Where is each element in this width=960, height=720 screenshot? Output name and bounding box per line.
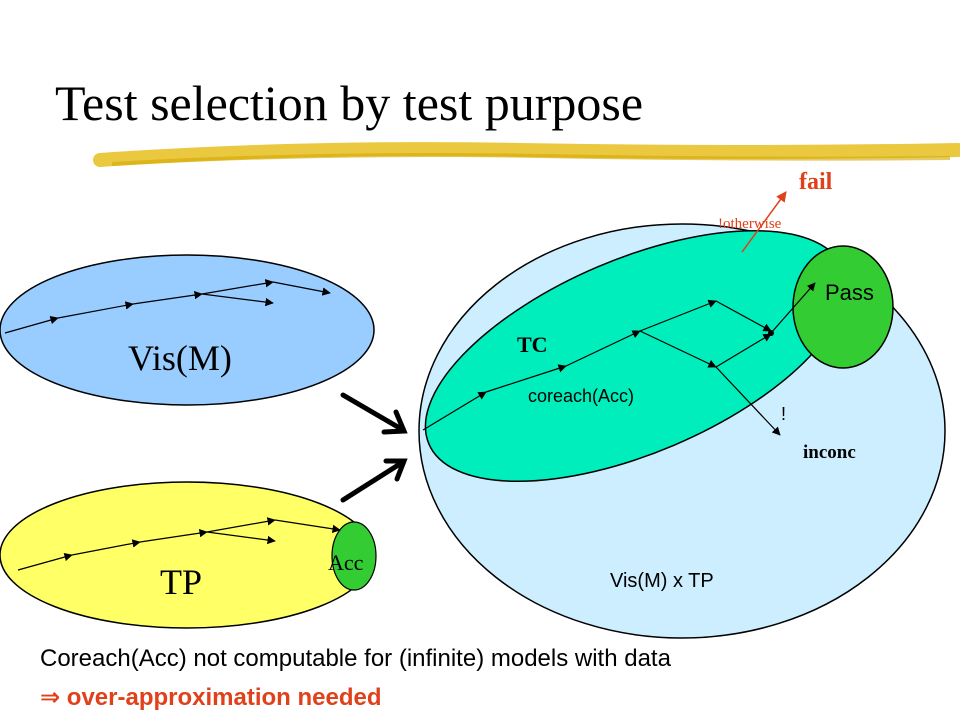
inconc-label: inconc [803, 442, 856, 463]
test-selection-diagram: Vis(M) TP Acc Vis(M) x TP TC coreach(Acc… [0, 169, 946, 639]
combine-arrows [340, 392, 408, 503]
otherwise-label: !otherwise [718, 216, 782, 232]
vis-m-transitions [4, 279, 331, 334]
fail-label: fail [799, 169, 833, 195]
footer-conclusion: ⇒ over-approximation needed [40, 684, 382, 711]
title-highlighter-stroke [93, 142, 960, 167]
pass-ellipse [792, 245, 894, 369]
tp-transitions [17, 517, 341, 571]
acc-label: Acc [328, 550, 364, 575]
acc-ellipse [331, 521, 377, 591]
tc-label: TC [517, 332, 548, 357]
footer-note: Coreach(Acc) not computable for (infinit… [40, 645, 671, 672]
tp-ellipse [0, 481, 375, 629]
bang-label: ! [781, 404, 786, 424]
pass-label: Pass [825, 280, 874, 305]
tc-junction-dot [768, 330, 774, 336]
vis-m-label: Vis(M) [128, 338, 232, 378]
tc-transitions [422, 282, 816, 436]
slide-title: Test selection by test purpose [55, 75, 644, 131]
fail-arrow [741, 191, 787, 253]
product-label: Vis(M) x TP [610, 570, 714, 592]
tp-label: TP [160, 562, 202, 602]
coreach-label: coreach(Acc) [528, 386, 634, 406]
vis-m-ellipse [0, 254, 375, 406]
